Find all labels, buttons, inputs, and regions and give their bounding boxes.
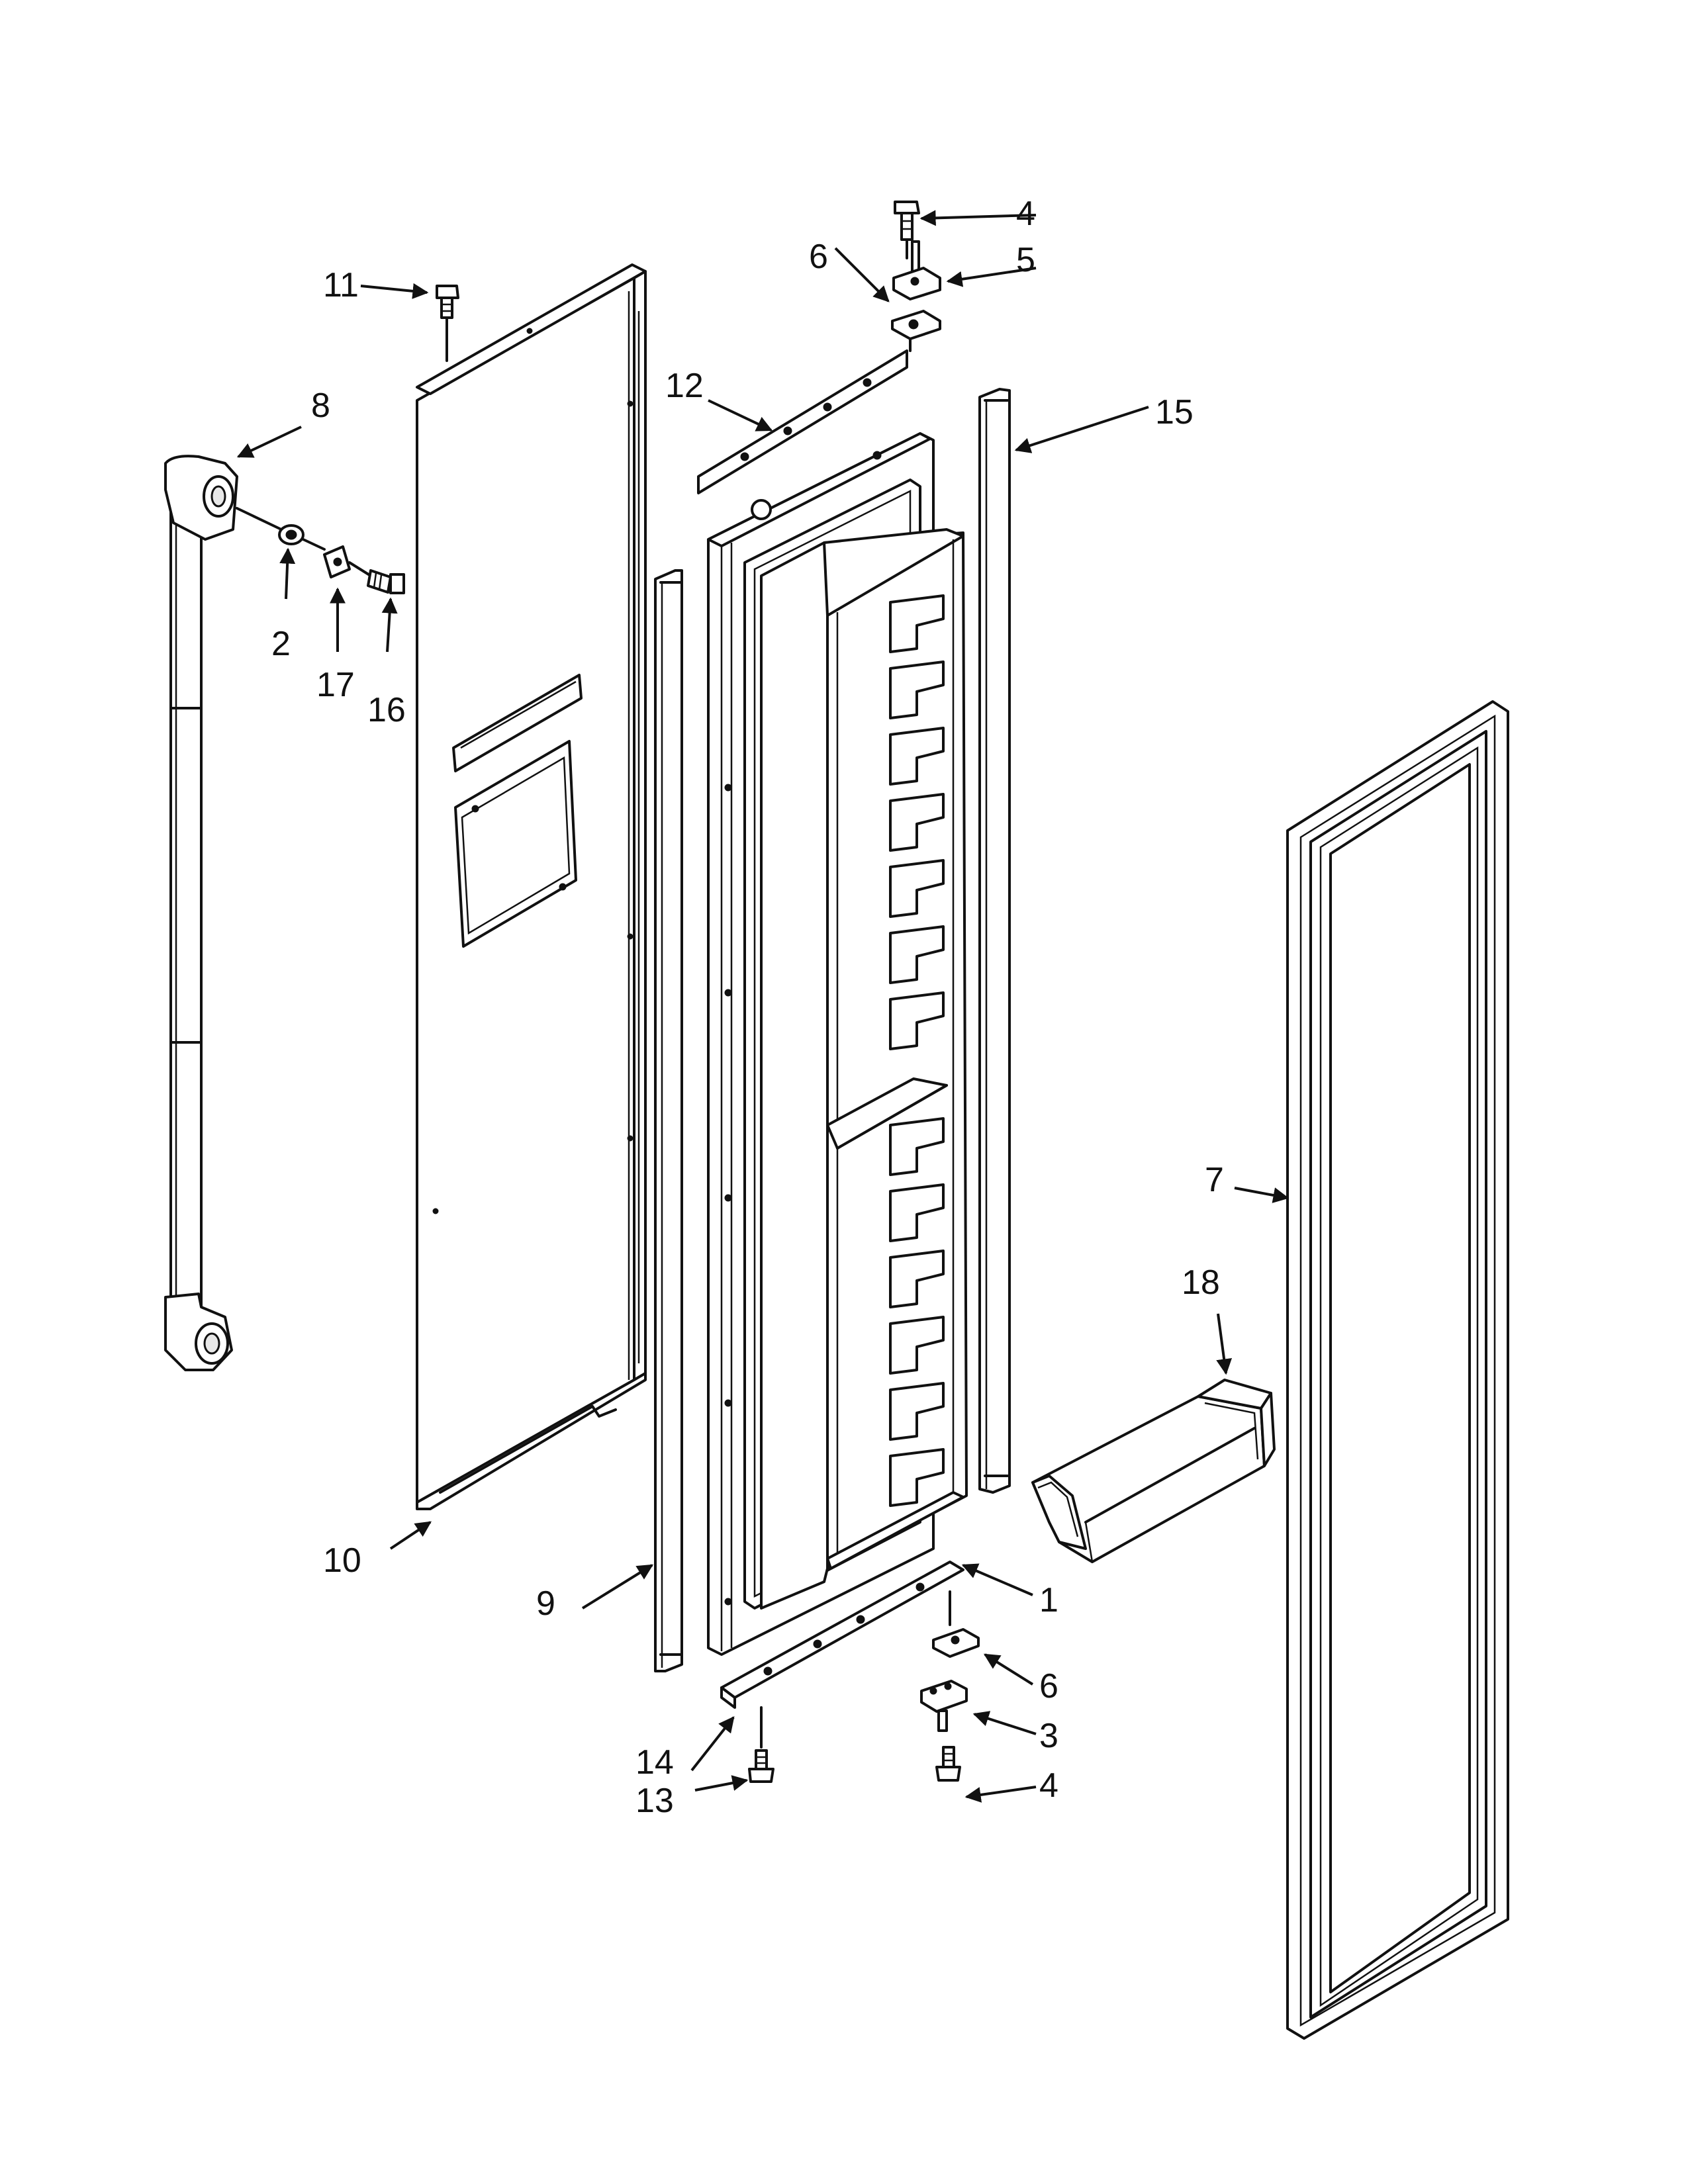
- callout-18: 18: [1182, 1263, 1220, 1302]
- callout-9: 9: [536, 1584, 555, 1623]
- callout-arrows: [236, 210, 1289, 1803]
- callout-17: 17: [316, 666, 355, 704]
- callout-16: 16: [367, 691, 406, 729]
- right-door-strip: [978, 388, 1011, 1494]
- top-panel-screw: [436, 285, 459, 362]
- callout-12: 12: [665, 367, 704, 405]
- callout-14: 14: [635, 1743, 674, 1782]
- outer-door-panel: [416, 263, 647, 1510]
- callout-4-bottom: 4: [1039, 1766, 1058, 1805]
- shelf-clips: [889, 594, 945, 1507]
- callout-labels: 11 8 2 17 16 12 6 4 5 15 7 18 10 9 1 6 3…: [271, 195, 1224, 1820]
- handle-mount-hardware: [236, 507, 405, 594]
- top-hinge-hardware: [891, 201, 941, 340]
- door-bin: [1031, 1379, 1276, 1563]
- callout-7: 7: [1205, 1161, 1224, 1199]
- inner-door-liner: [707, 432, 968, 1656]
- callout-10: 10: [323, 1541, 361, 1580]
- left-door-strip: [654, 569, 683, 1672]
- bottom-bracket-screw: [748, 1749, 774, 1783]
- callout-11: 11: [323, 266, 359, 304]
- top-hinge-bracket: [697, 326, 912, 494]
- callout-8: 8: [311, 387, 330, 425]
- callout-6-bottom: 6: [1039, 1667, 1058, 1706]
- callout-5: 5: [1016, 241, 1035, 279]
- callout-4-top: 4: [1016, 195, 1035, 233]
- callout-13: 13: [635, 1782, 674, 1820]
- callout-2: 2: [271, 625, 291, 663]
- bottom-hinge-hardware: [920, 1628, 980, 1782]
- callout-15: 15: [1155, 393, 1194, 432]
- door-gasket: [1286, 700, 1509, 2040]
- door-handle: [164, 455, 238, 1371]
- callout-6-top: 6: [809, 238, 828, 276]
- callout-3: 3: [1039, 1717, 1058, 1755]
- callout-1: 1: [1039, 1581, 1058, 1619]
